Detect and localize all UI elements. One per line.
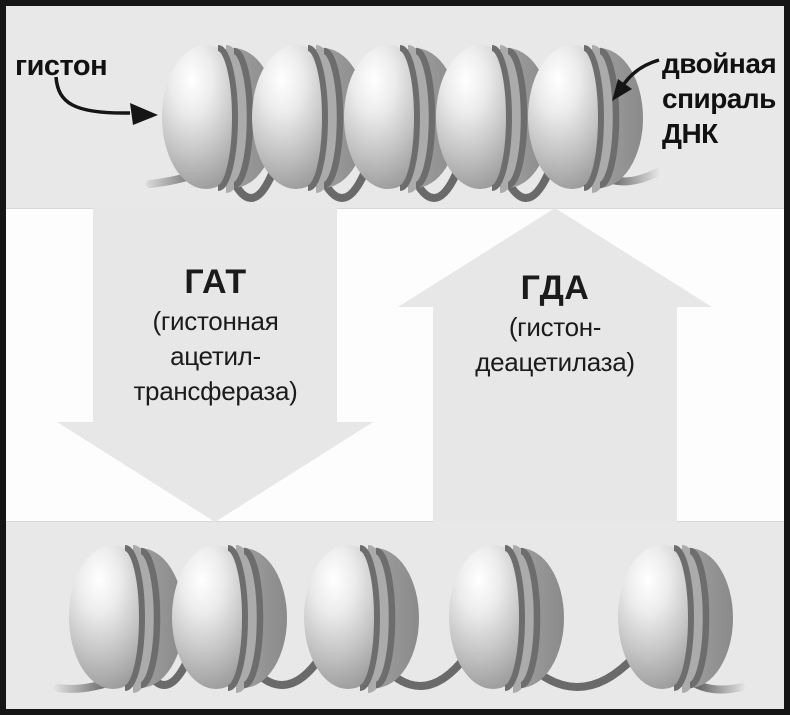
hda-abbreviation: ГДА bbox=[520, 269, 590, 307]
nucleosome bbox=[69, 545, 184, 689]
nucleosome bbox=[528, 45, 643, 189]
histone-pointer-arrow bbox=[54, 76, 158, 125]
hda-full-name-line: деацетилаза) bbox=[475, 347, 635, 377]
dna-label-line: ДНК bbox=[662, 118, 718, 149]
nucleosome bbox=[449, 545, 564, 689]
histone-label: гистон bbox=[15, 50, 108, 82]
nucleosome-row-top bbox=[162, 45, 643, 189]
chromatin-illustration bbox=[54, 6, 746, 709]
dna-label-line: двойная bbox=[662, 48, 777, 79]
nucleosome bbox=[618, 545, 733, 689]
hat-full-name-line: ацетил- bbox=[170, 341, 261, 371]
dna-pointer-arrow bbox=[612, 58, 660, 101]
nucleosome bbox=[172, 545, 287, 689]
hda-label: ГДА (гистон- деацетилаза) bbox=[398, 208, 712, 380]
dna-label: двойная спираль ДНК bbox=[662, 46, 777, 151]
hda-full-name-line: (гистон- bbox=[508, 312, 602, 342]
nucleosome-row-bottom bbox=[69, 545, 733, 689]
hat-full-name-line: трансфераза) bbox=[133, 376, 298, 406]
hat-full-name-line: (гистонная bbox=[152, 306, 279, 336]
hat-label: ГАТ (гистонная ацетил- трансфераза) bbox=[57, 208, 373, 409]
dna-label-line: спираль bbox=[662, 83, 776, 114]
nucleosome bbox=[304, 545, 419, 689]
hat-abbreviation: ГАТ bbox=[184, 263, 247, 301]
